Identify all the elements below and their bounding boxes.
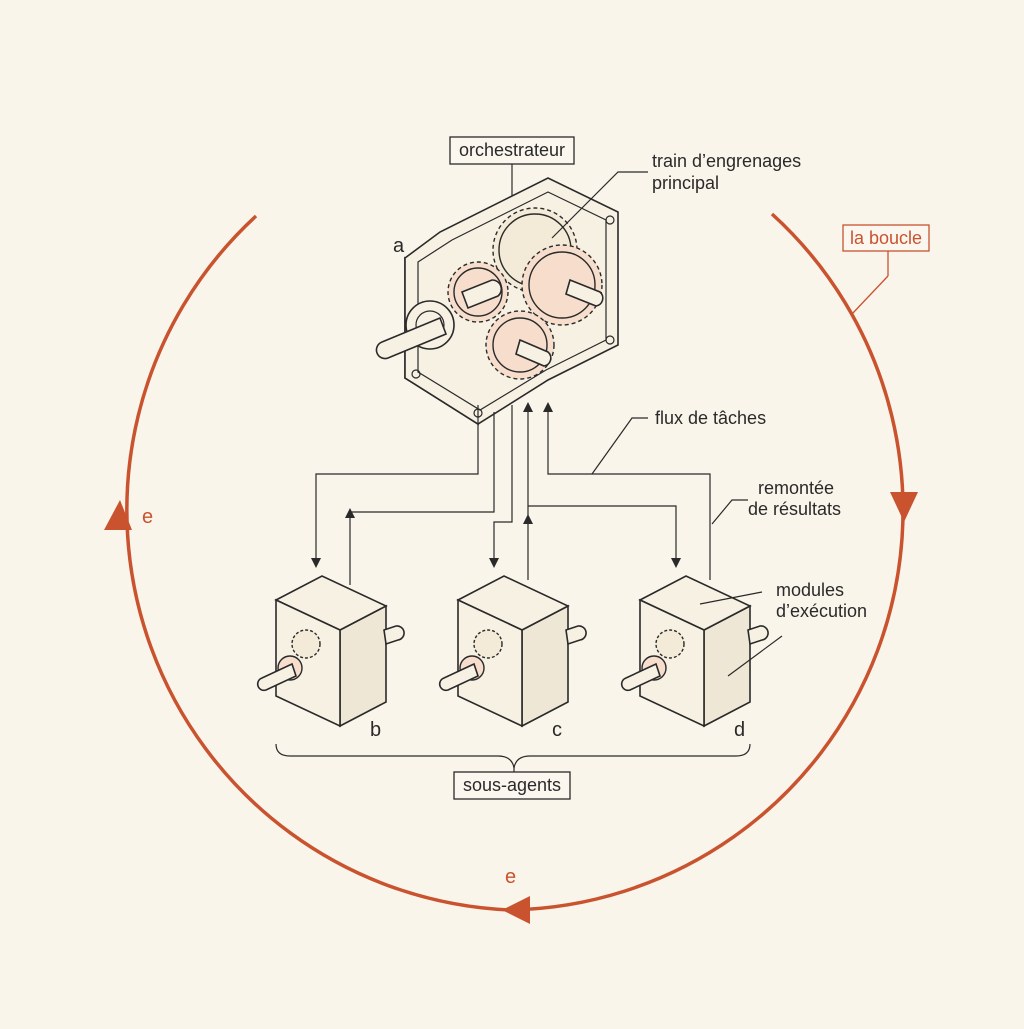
loop-leader-diag — [851, 275, 889, 315]
module-output-shaft-icon — [620, 662, 661, 692]
orchestrator-gearbox — [375, 177, 619, 426]
results-label-1: remontée — [758, 478, 834, 498]
sub-agent-module-d — [620, 575, 769, 728]
sub-agents-label: sous-agents — [463, 775, 561, 795]
loop-label-box — [842, 224, 930, 252]
modules-label-1: modules — [776, 580, 844, 600]
modules-label-2: d’exécution — [776, 601, 867, 621]
arrow-down-icon — [489, 558, 499, 568]
screw-icon — [411, 369, 421, 379]
sub-agents-brace — [275, 743, 751, 769]
flow-down-d — [528, 505, 677, 562]
shaft-mid-icon — [460, 279, 503, 310]
arrow-up-icon — [523, 514, 533, 524]
letter-c: c — [552, 719, 562, 741]
arrow-down-icon — [671, 558, 681, 568]
module-output-shaft-icon — [256, 662, 297, 692]
shaft-input-icon — [375, 316, 448, 360]
orchestrator-label-box — [449, 136, 575, 165]
flow-down-b — [315, 405, 479, 562]
gear-train-label-2: principal — [652, 173, 719, 193]
leader-task-flow — [591, 417, 648, 475]
gear-main-hub — [528, 251, 596, 319]
module-front — [639, 598, 705, 728]
flow-up-d — [547, 404, 711, 580]
sub-agent-module-c — [438, 575, 587, 728]
leader-results — [711, 499, 748, 525]
task-flow-lines — [311, 402, 711, 585]
arrow-up-icon — [345, 508, 355, 518]
leader-modules-1 — [699, 591, 763, 605]
letter-d: d — [734, 719, 745, 741]
letter-a: a — [393, 235, 405, 257]
module-gear-icon — [655, 629, 685, 659]
flow-down-c — [493, 405, 513, 562]
module-shaft-icon — [747, 625, 769, 646]
leader-gear-train — [551, 171, 648, 239]
arrow-up-icon — [523, 402, 533, 412]
module-gear-icon — [473, 629, 503, 659]
loop-arrow-left — [104, 500, 132, 530]
module-gear-icon — [291, 629, 321, 659]
loop-arrow-right — [890, 492, 918, 522]
arrow-down-icon — [311, 558, 321, 568]
letter-e-bottom: e — [505, 866, 516, 888]
loop-label: la boucle — [850, 228, 922, 248]
task-flow-label: flux de tâches — [655, 408, 766, 428]
annotation-leaders — [511, 164, 783, 677]
loop-arrow-bottom — [502, 896, 530, 924]
arrow-up-icon — [543, 402, 553, 412]
flow-up-b — [349, 412, 495, 585]
screw-icon — [605, 215, 615, 225]
loop-arc-left — [125, 214, 511, 912]
module-front — [275, 598, 341, 728]
loop-arc-right — [509, 212, 905, 912]
screw-icon — [605, 335, 615, 345]
results-label-2: de résultats — [748, 499, 841, 519]
module-output-shaft-icon — [438, 662, 479, 692]
orchestrator-label: orchestrateur — [459, 140, 565, 160]
sub-agent-module-b — [256, 575, 405, 728]
feedback-loop — [104, 212, 918, 924]
shaft-right-icon — [565, 278, 604, 307]
letter-b: b — [370, 719, 381, 741]
module-front — [457, 598, 523, 728]
module-shaft-icon — [383, 625, 405, 646]
shaft-bottom-icon — [515, 338, 552, 367]
sub-agents-label-box — [453, 771, 571, 800]
gear-train-label-1: train d’engrenages — [652, 151, 801, 171]
module-shaft-icon — [565, 625, 587, 646]
leader-modules-2 — [727, 635, 783, 677]
letter-e-left: e — [142, 506, 153, 528]
